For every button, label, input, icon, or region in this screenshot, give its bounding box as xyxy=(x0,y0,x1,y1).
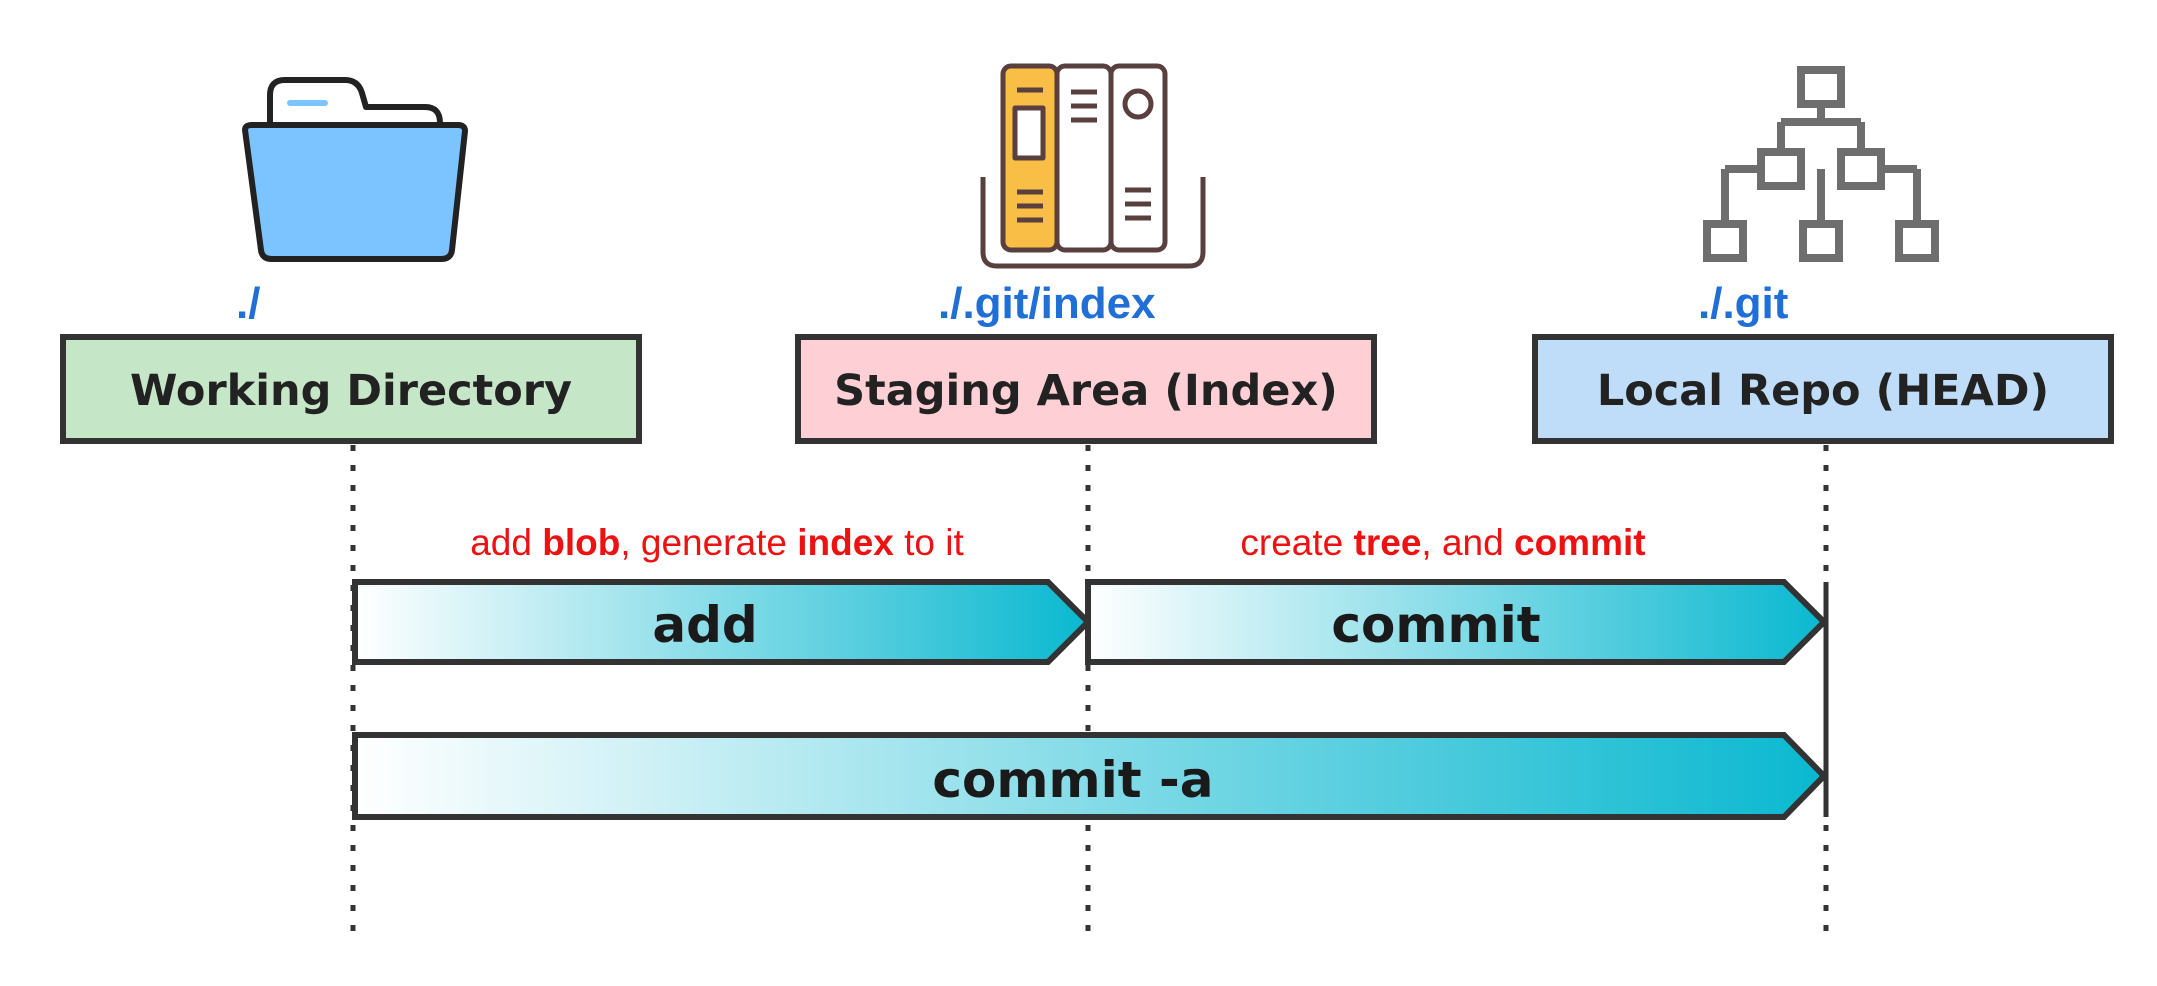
annotation-segment: , and xyxy=(1421,522,1514,563)
annotation-segment: to it xyxy=(894,522,965,563)
working-directory-label: Working Directory xyxy=(130,366,572,416)
commit-a-arrow xyxy=(352,732,1829,820)
annotation-segment: blob xyxy=(542,522,620,563)
path-label-staging: ./.git/index xyxy=(938,279,1156,328)
binders-icon xyxy=(980,63,1206,269)
annotation-segment: create xyxy=(1240,522,1353,563)
path-label-repo: ./.git xyxy=(1698,279,1789,328)
annotation-segment: commit xyxy=(1514,522,1646,563)
staging-area-label: Staging Area (Index) xyxy=(834,366,1338,416)
add-annotation: add blob, generate index to it xyxy=(470,522,964,563)
commit-annotation: create tree, and commit xyxy=(1240,522,1645,563)
annotation-segment: , generate xyxy=(620,522,797,563)
hierarchy-icon xyxy=(1703,66,1939,262)
local-repo-label: Local Repo (HEAD) xyxy=(1597,366,2049,416)
folder-icon xyxy=(242,77,468,262)
commit-arrow-label: commit xyxy=(1331,596,1540,654)
add-arrow-label: add xyxy=(652,596,757,654)
annotation-segment: add xyxy=(470,522,542,563)
staging-area-box xyxy=(795,334,1377,444)
path-label-working: ./ xyxy=(236,279,260,328)
commit-arrow xyxy=(1085,579,1829,665)
working-directory-box xyxy=(60,334,642,444)
commit-a-arrow-label: commit -a xyxy=(932,751,1213,809)
annotation-segment: tree xyxy=(1354,522,1422,563)
add-arrow xyxy=(352,579,1093,665)
annotation-segment: index xyxy=(797,522,894,563)
local-repo-box xyxy=(1532,334,2114,444)
